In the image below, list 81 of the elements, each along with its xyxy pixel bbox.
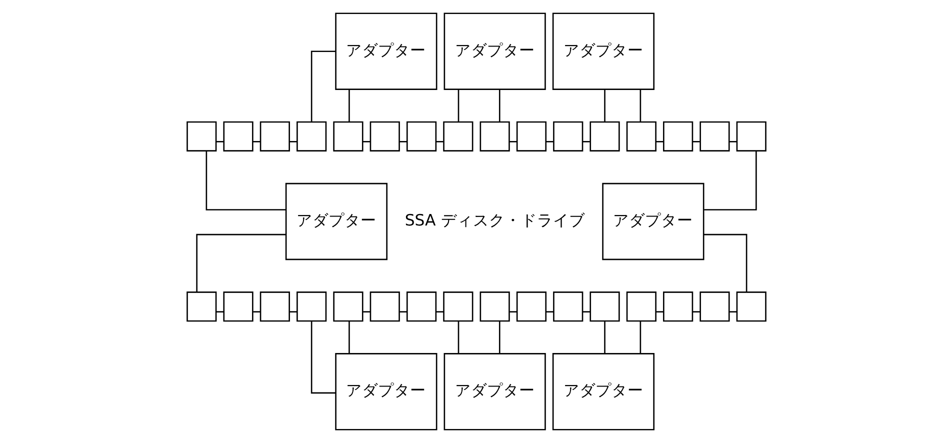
node-box: アダプター	[552, 353, 654, 430]
node-box: アダプター	[334, 12, 437, 90]
connector	[639, 89, 641, 122]
node-box	[296, 292, 326, 322]
connector	[348, 89, 350, 122]
connector	[692, 141, 700, 142]
node-box	[589, 121, 620, 152]
connector	[457, 321, 459, 354]
connector	[639, 321, 641, 354]
connector	[399, 311, 407, 312]
node-box	[479, 292, 510, 322]
node-box	[699, 292, 730, 322]
connector	[362, 141, 370, 142]
node-box	[259, 292, 290, 322]
node-box: アダプター	[443, 353, 546, 430]
connector	[545, 141, 553, 142]
node-box: アダプター	[552, 12, 654, 90]
node-box	[479, 121, 510, 152]
node-box	[552, 292, 583, 322]
node-box	[736, 292, 766, 322]
node-box	[516, 121, 546, 152]
connector	[289, 311, 297, 312]
node-box	[332, 292, 363, 322]
connector	[498, 321, 500, 354]
node-box	[186, 292, 216, 322]
connector	[288, 141, 296, 142]
connector	[604, 321, 605, 354]
connector	[692, 311, 700, 312]
connector	[205, 150, 286, 210]
connector	[703, 234, 747, 292]
connector	[436, 311, 444, 312]
connector	[704, 150, 756, 210]
node-box	[332, 121, 363, 152]
connector	[729, 311, 736, 312]
node-box: アダプター	[284, 182, 387, 260]
connector	[252, 311, 260, 312]
node-box	[406, 292, 436, 322]
node-box	[516, 292, 546, 322]
node-box	[369, 121, 400, 152]
node-box	[552, 121, 583, 152]
connector	[728, 141, 736, 142]
node-box	[736, 121, 766, 152]
node-box	[259, 121, 290, 152]
connector	[310, 50, 336, 122]
node-box: アダプター	[443, 12, 546, 90]
connector	[509, 311, 516, 312]
node-box: アダプター	[602, 182, 704, 260]
node-box	[662, 121, 693, 152]
connector	[498, 89, 500, 122]
connector	[508, 141, 516, 142]
connector	[604, 89, 605, 122]
connector	[656, 311, 664, 312]
node-box	[222, 121, 253, 152]
node-box	[442, 121, 473, 152]
node-box	[626, 292, 656, 322]
node-box	[662, 292, 693, 322]
connector	[252, 141, 260, 142]
node-box	[369, 292, 400, 322]
node-box: アダプター	[334, 353, 437, 430]
connector	[216, 141, 223, 142]
node-box	[222, 292, 253, 322]
connector	[310, 321, 336, 394]
connector	[398, 141, 406, 142]
connector	[348, 321, 350, 354]
node-box	[589, 292, 620, 322]
node-box	[406, 121, 436, 152]
connector	[655, 141, 663, 142]
node-box	[442, 292, 473, 322]
connector	[457, 89, 459, 122]
node-box	[699, 121, 730, 152]
node-box	[186, 121, 216, 152]
node-box	[296, 121, 326, 152]
connector	[582, 141, 590, 142]
connector	[436, 141, 443, 142]
node-box	[626, 121, 656, 152]
connector	[582, 311, 590, 312]
connector	[216, 311, 224, 312]
label: SSA ディスク・ドライブ	[404, 210, 584, 230]
connector	[362, 311, 370, 312]
connector	[196, 234, 286, 292]
connector	[546, 311, 554, 312]
